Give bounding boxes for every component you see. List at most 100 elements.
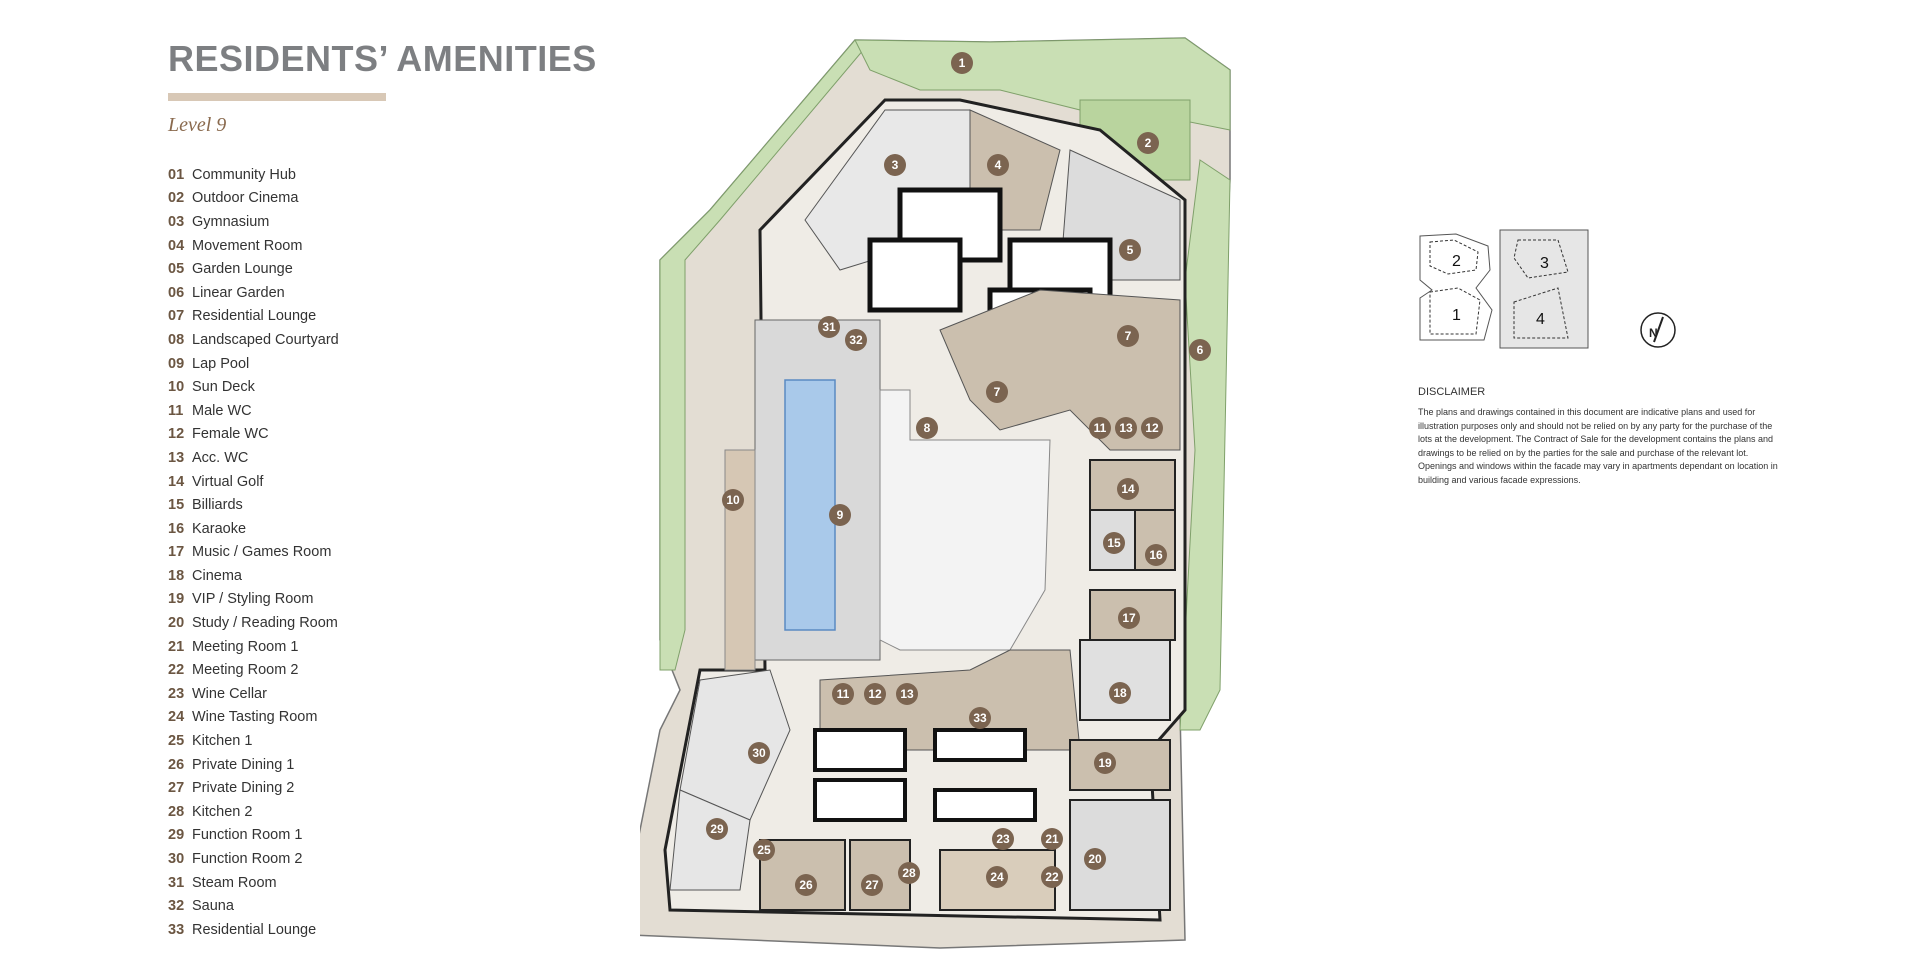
legend-number: 23 [168, 685, 185, 702]
landscaped-courtyard [879, 389, 1051, 651]
level-label: Level 9 [168, 114, 227, 136]
legend-number: 03 [168, 213, 185, 230]
marker-24: 24 [986, 866, 1008, 888]
marker-29: 29 [706, 818, 728, 840]
legend-label: Kitchen 2 [192, 803, 253, 820]
function-room-1 [669, 789, 751, 891]
legend-label: Residential Lounge [192, 308, 317, 325]
legend-item: 26 Private Dining 1 [168, 753, 339, 777]
marker-18: 18 [1109, 682, 1131, 704]
marker-15: 15 [1103, 532, 1125, 554]
marker-1: 1 [951, 52, 973, 74]
legend-number: 05 [168, 261, 185, 278]
marker-11-south: 11 [832, 683, 854, 705]
legend-label: Kitchen 1 [192, 733, 253, 750]
legend-label: Linear Garden [192, 284, 285, 301]
legend-number: 27 [168, 780, 185, 797]
legend-number: 11 [168, 402, 184, 419]
legend-item: 05 Garden Lounge [168, 257, 339, 281]
legend-label: Meeting Room 2 [192, 662, 299, 679]
vip-styling-room [1069, 739, 1171, 791]
svg-text:8: 8 [924, 421, 931, 435]
legend-number: 17 [168, 544, 185, 561]
legend-number: 15 [168, 497, 185, 514]
legend-item: 18 Cinema [168, 564, 339, 588]
keyplan-lot-2: 2 [1452, 253, 1461, 270]
legend-item: 04 Movement Room [168, 234, 339, 258]
legend-label: Steam Room [192, 874, 277, 891]
keyplan-lot-3-outline [1513, 239, 1569, 279]
legend-label: Lap Pool [192, 355, 250, 372]
sun-deck [724, 449, 756, 671]
legend-label: Male WC [192, 402, 252, 419]
marker-30: 30 [748, 742, 770, 764]
south-core-2 [813, 778, 907, 822]
svg-text:30: 30 [752, 746, 766, 760]
legend-number: 18 [168, 567, 185, 584]
key-plan: 2 1 3 4 [1419, 229, 1589, 349]
lift-core-2 [867, 237, 963, 313]
svg-text:27: 27 [865, 878, 879, 892]
marker-9: 9 [829, 504, 851, 526]
legend-label: Study / Reading Room [192, 615, 338, 632]
legend-label: Sun Deck [192, 379, 255, 396]
keyplan-lot-4: 4 [1536, 311, 1545, 328]
keyplan-building-left [1419, 233, 1493, 341]
legend-number: 02 [168, 190, 185, 207]
lap-pool [784, 379, 836, 631]
svg-text:20: 20 [1088, 852, 1102, 866]
svg-text:11: 11 [1094, 421, 1107, 435]
marker-28: 28 [898, 862, 920, 884]
legend-label: Private Dining 2 [192, 780, 295, 797]
marker-31: 31 [818, 316, 840, 338]
svg-text:32: 32 [849, 333, 863, 347]
keyplan-lot-1-outline [1429, 287, 1481, 335]
page-title: RESIDENTS’ AMENITIES [168, 38, 597, 79]
legend-number: 26 [168, 756, 185, 773]
svg-text:13: 13 [900, 687, 914, 701]
marker-6: 6 [1189, 339, 1211, 361]
garden-east [1179, 159, 1231, 731]
legend-item: 20 Study / Reading Room [168, 611, 339, 635]
legend-number: 28 [168, 803, 185, 820]
legend-label: Movement Room [192, 237, 303, 254]
plan-markers: 1 2 3 4 5 6 7 7 8 9 10 11 12 13 14 15 16… [706, 52, 1211, 896]
marker-32: 32 [845, 329, 867, 351]
keyplan-lot-1: 1 [1452, 307, 1461, 324]
legend-label: Female WC [192, 426, 269, 443]
svg-text:7: 7 [1125, 329, 1132, 343]
legend-label: Garden Lounge [192, 261, 293, 278]
svg-text:23: 23 [996, 832, 1010, 846]
legend-number: 22 [168, 662, 185, 679]
marker-12: 12 [1141, 417, 1163, 439]
legend-number: 20 [168, 615, 185, 632]
legend-number: 31 [168, 874, 185, 891]
legend-label: Private Dining 1 [192, 756, 295, 773]
legend-label: Karaoke [192, 520, 247, 537]
marker-2: 2 [1137, 132, 1159, 154]
legend-item: 28 Kitchen 2 [168, 800, 339, 824]
legend-number: 33 [168, 921, 185, 938]
svg-text:24: 24 [990, 870, 1004, 884]
legend-label: Cinema [192, 567, 242, 584]
marker-14: 14 [1117, 478, 1139, 500]
marker-25: 25 [753, 839, 775, 861]
legend-number: 04 [168, 237, 185, 254]
legend-label: Outdoor Cinema [192, 190, 299, 207]
svg-text:4: 4 [995, 158, 1002, 172]
disclaimer-body: The plans and drawings contained in this… [1418, 407, 1778, 485]
svg-text:13: 13 [1119, 421, 1133, 435]
cinema-room [1079, 639, 1171, 721]
keyplan-lot-2-outline [1429, 239, 1479, 275]
svg-text:12: 12 [1145, 421, 1159, 435]
legend-number: 01 [168, 166, 185, 183]
legend-label: Wine Cellar [192, 685, 267, 702]
legend-label: VIP / Styling Room [192, 591, 314, 608]
svg-text:15: 15 [1107, 536, 1121, 550]
